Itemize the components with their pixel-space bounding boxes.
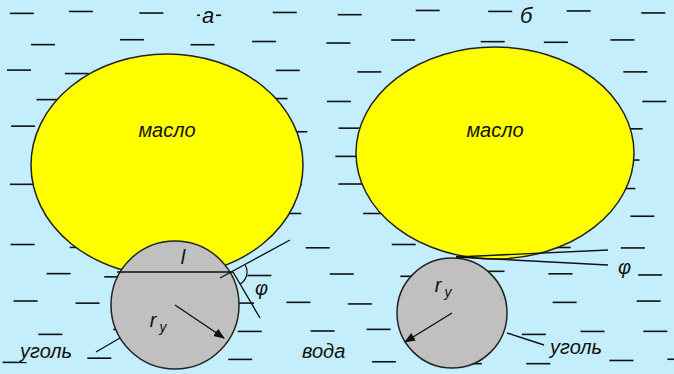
water-dash: [76, 302, 100, 304]
water-dash: [10, 184, 34, 186]
radius-arrow: [175, 305, 224, 338]
water-dash: [391, 39, 415, 41]
leader-line: [96, 338, 120, 352]
medium-label: вода: [300, 340, 347, 362]
radius-subscript: у: [160, 320, 167, 335]
chord-label: l: [181, 246, 185, 268]
water-dash: [338, 14, 362, 16]
particle-tangent: [233, 272, 260, 318]
material-label: уголь: [18, 340, 74, 362]
water-dash: [416, 10, 440, 12]
water-dash: [372, 361, 396, 363]
water-dash: [327, 101, 351, 103]
water-dash: [610, 39, 634, 41]
substance-label: масло: [138, 119, 195, 141]
water-dash: [273, 12, 297, 14]
leader-line: [507, 333, 544, 345]
angle-symbol: φ: [253, 277, 270, 299]
water-dash: [7, 69, 31, 71]
coal-particle: rу: [396, 257, 508, 369]
oil-drop-fill: [356, 47, 634, 259]
angle-arc: [240, 265, 247, 284]
water-dash: [31, 44, 55, 46]
water-dash: [139, 12, 163, 14]
water-dash: [548, 273, 572, 275]
water-dash: [641, 12, 665, 14]
water-dash: [526, 363, 550, 365]
water-dash: [567, 10, 591, 12]
coal-particle-outline: [396, 257, 508, 369]
water-dash: [306, 247, 330, 249]
material-label: уголь: [548, 336, 604, 358]
water-dash: [311, 330, 335, 332]
coal-particle-fill: [397, 258, 507, 368]
water-dash: [11, 125, 35, 127]
water-dash: [488, 11, 512, 13]
water-dash: [14, 300, 38, 302]
water-dash: [642, 101, 666, 103]
water-dash: [286, 302, 310, 304]
water-dash: [630, 215, 654, 217]
particle-tangent: [456, 257, 608, 265]
coal-particle-outline: [110, 240, 240, 370]
water-dash: [481, 41, 505, 43]
water-dash: [638, 274, 662, 276]
water-dash: [643, 331, 667, 333]
water-dash: [238, 331, 262, 333]
water-dash: [10, 13, 34, 15]
substance-label: масло: [466, 119, 523, 141]
water-dash: [69, 11, 93, 13]
panel-letter: а: [200, 4, 216, 28]
water-dash: [623, 71, 647, 73]
water-dash: [637, 300, 661, 302]
water-dash: [544, 41, 568, 43]
water-dash: [522, 334, 546, 336]
radius-subscript: у: [445, 285, 452, 300]
water-dash: [348, 303, 372, 305]
water-dash: [667, 358, 674, 360]
coal-particle-fill: [111, 241, 239, 369]
coal-particle: l rу: [110, 240, 240, 370]
radius-symbol: r: [435, 274, 442, 296]
water-dash: [392, 244, 416, 246]
water-dash: [276, 70, 300, 72]
water-dash: [326, 42, 350, 44]
interface-tangent: [456, 250, 608, 257]
water-dash: [581, 331, 605, 333]
water-dash: [87, 357, 111, 359]
water-dash: [338, 183, 362, 185]
oil-drop: масло: [355, 46, 635, 260]
angle-symbol: φ: [616, 256, 633, 278]
water-dash: [47, 273, 71, 275]
water-dash: [11, 244, 35, 246]
panel-letter: б: [518, 4, 534, 28]
water-dash: [120, 39, 144, 41]
water-dash: [609, 360, 633, 362]
chord-line: [117, 271, 233, 272]
water-dash: [252, 41, 276, 43]
water-dash: [190, 44, 214, 46]
water-dash: [38, 334, 62, 336]
water-dash: [357, 71, 381, 73]
radius-symbol: r: [150, 309, 157, 331]
radius-arrow: [405, 313, 452, 342]
water-dash: [228, 359, 252, 361]
water-dash: [553, 302, 577, 304]
water-dash: [330, 273, 354, 275]
water-dash: [367, 329, 391, 331]
water-dash: [65, 73, 89, 75]
interface-tangent: [220, 240, 290, 278]
water-dash: [621, 247, 645, 249]
oil-drop-outline: [355, 46, 635, 260]
